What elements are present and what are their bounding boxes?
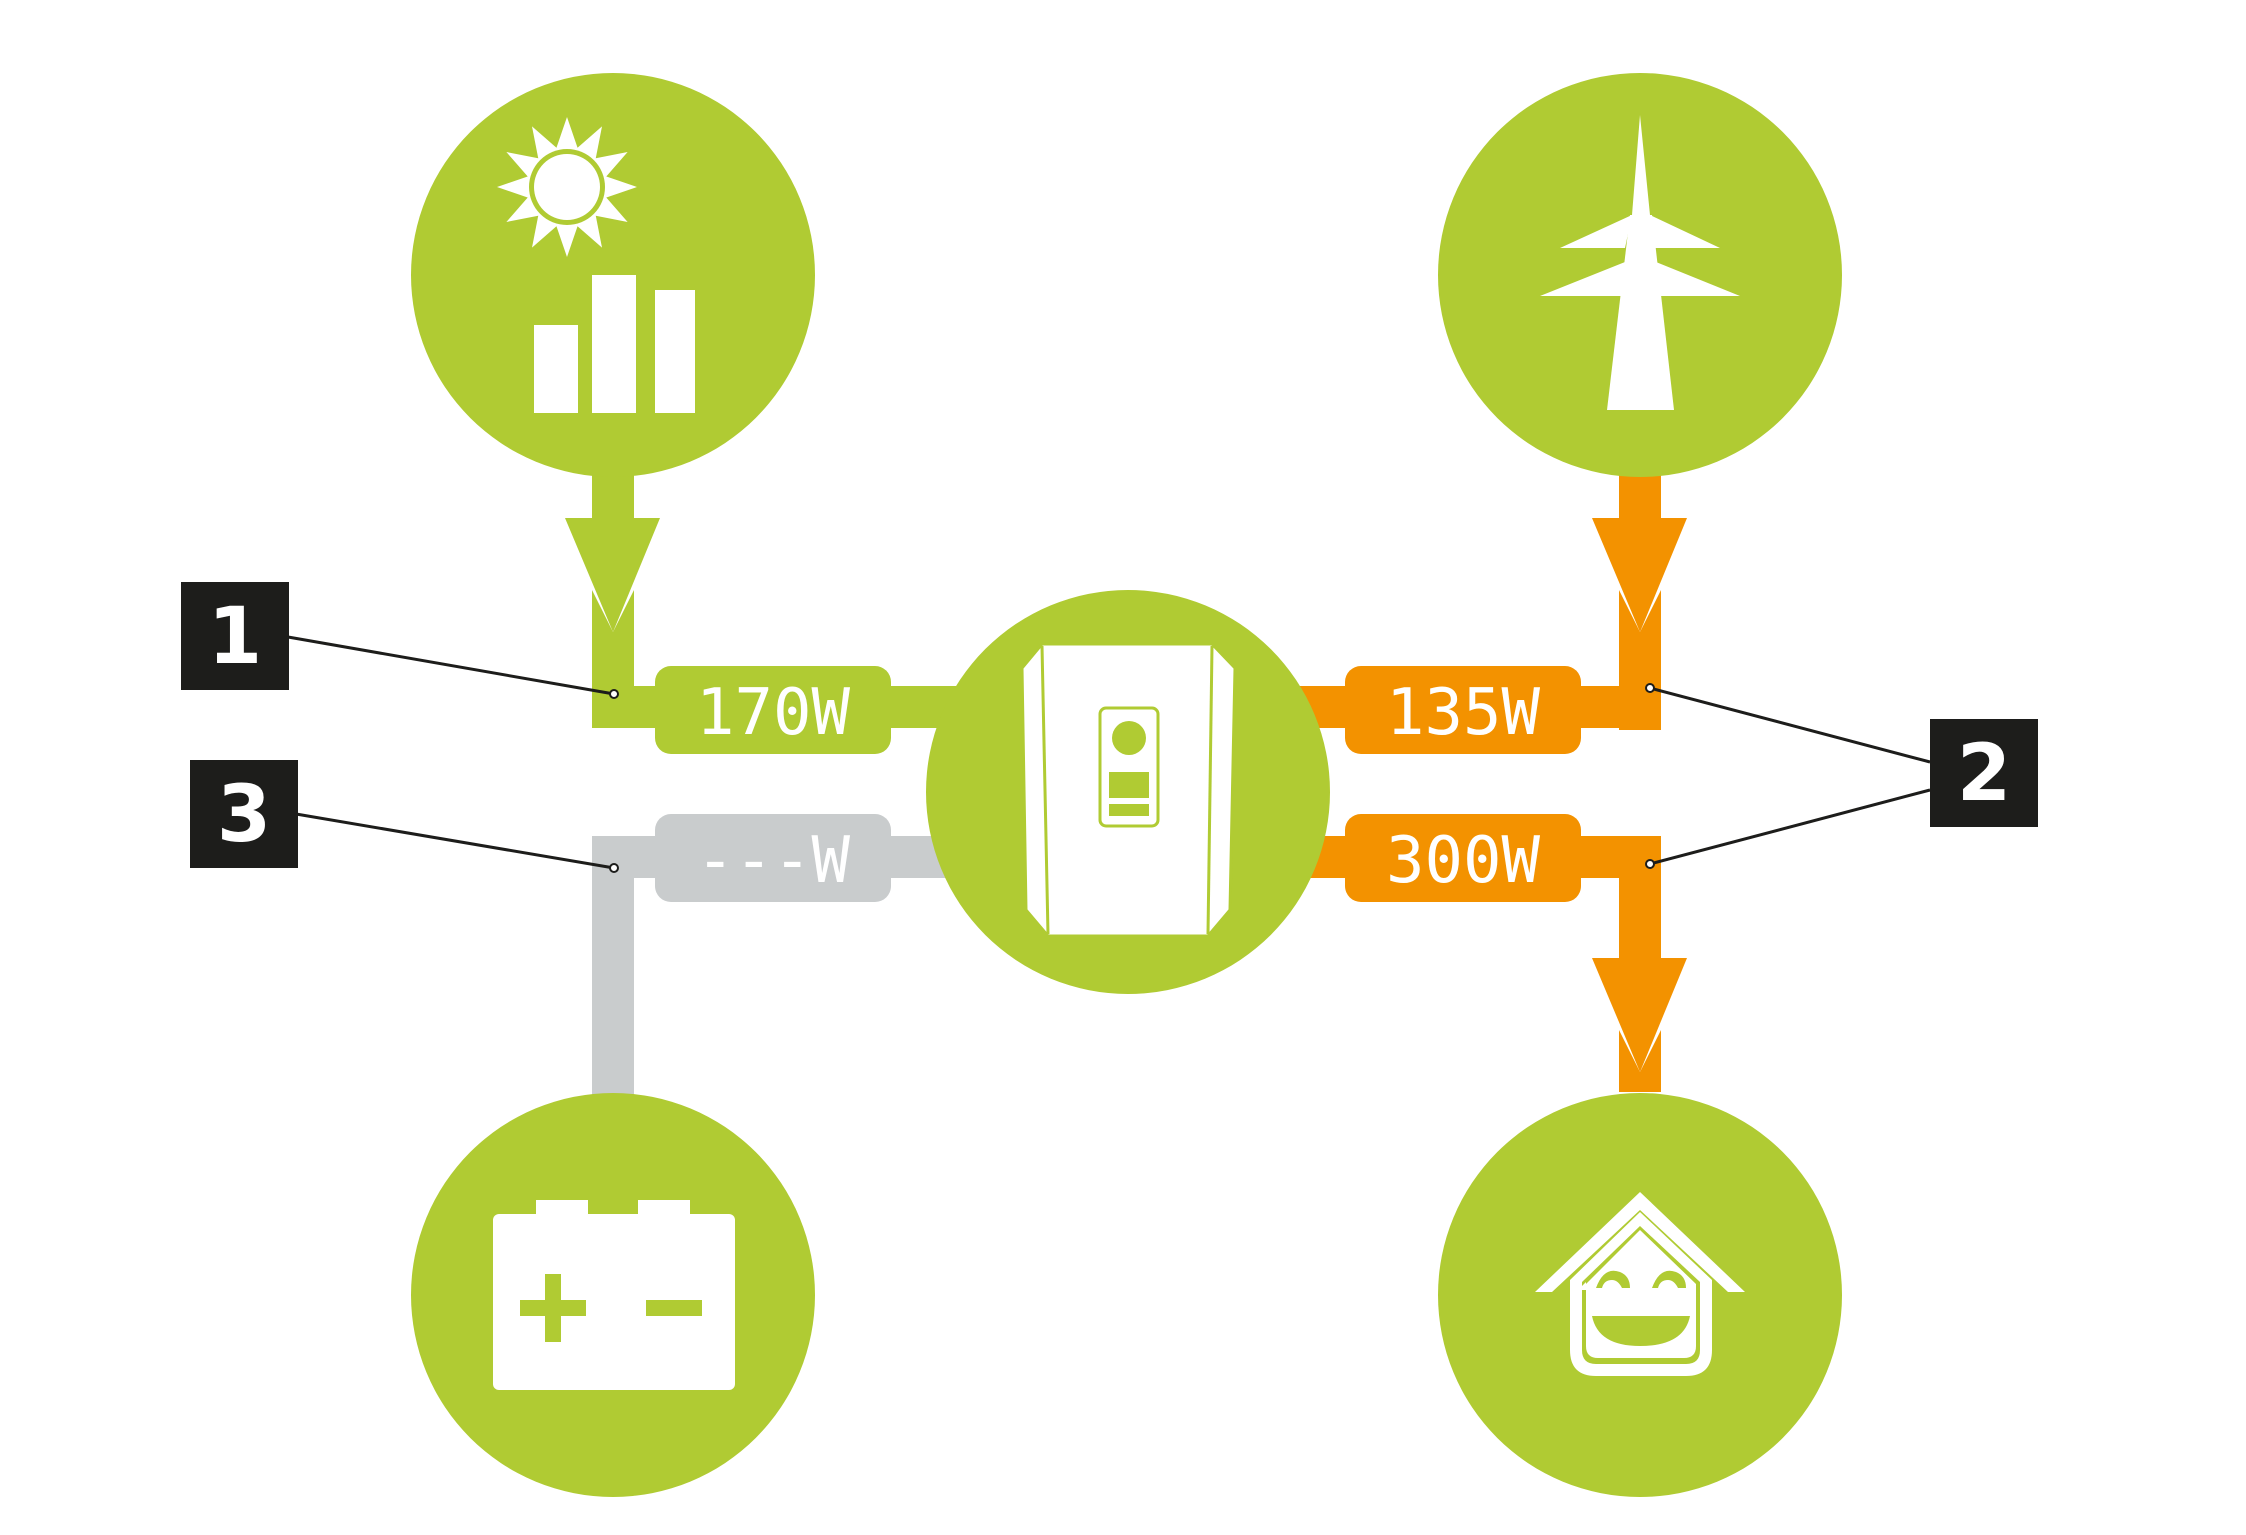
pv-power-value: 170W [696, 676, 851, 750]
leader-dots [609, 683, 1655, 873]
power-pylon-icon [1540, 115, 1740, 410]
battery-power-value: ---W [696, 824, 851, 898]
battery-icon [493, 1200, 735, 1390]
callout-1: 1 [181, 582, 289, 690]
callout-3-label: 3 [217, 770, 271, 860]
house-node [1438, 1093, 1842, 1497]
grid-node [1438, 73, 1842, 477]
callout-leaders [287, 635, 1931, 870]
house-power-value: 300W [1386, 824, 1541, 898]
inverter-node [926, 590, 1330, 994]
callout-3: 3 [190, 760, 298, 868]
pv-line [592, 666, 992, 754]
pv-node [411, 73, 815, 477]
smiling-house-icon [1535, 1192, 1745, 1376]
solar-panel-icon [497, 117, 695, 413]
battery-line [592, 814, 992, 1096]
pv-arrow [565, 470, 660, 700]
callout-2: 2 [1930, 719, 2038, 827]
callout-2-label: 2 [1957, 729, 2011, 819]
callout-1-label: 1 [208, 592, 262, 682]
grid-power-value: 135W [1386, 676, 1541, 750]
battery-node [411, 1093, 815, 1497]
inverter-icon [1020, 642, 1237, 938]
grid-line [1290, 666, 1661, 754]
house-line [1290, 814, 1687, 1092]
